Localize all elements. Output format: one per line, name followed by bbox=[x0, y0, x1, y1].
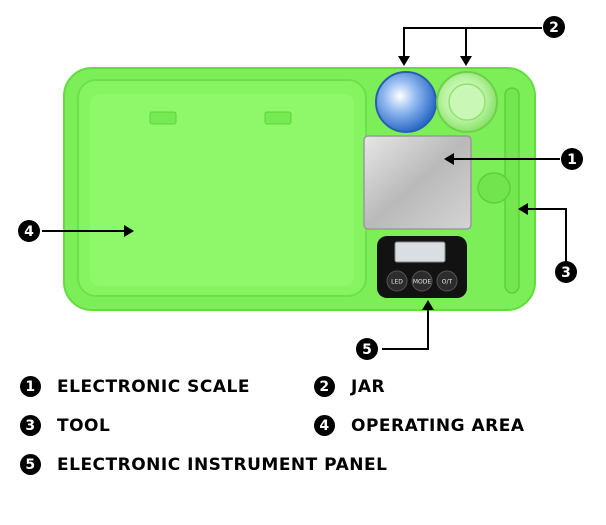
legend-label: ELECTRONIC INSTRUMENT PANEL bbox=[57, 454, 388, 475]
hinge-tab-left bbox=[149, 111, 177, 125]
legend-label: OPERATING AREA bbox=[351, 415, 525, 436]
callout-badge-3: 3 bbox=[555, 261, 577, 283]
arrowhead-3 bbox=[518, 203, 528, 215]
arrowhead-2b bbox=[460, 56, 472, 66]
legend-item-electronic-instrument-panel: 5 ELECTRONIC INSTRUMENT PANEL bbox=[20, 454, 387, 475]
round-pocket bbox=[477, 172, 511, 204]
legend-label: TOOL bbox=[57, 415, 111, 436]
callout-number-4: 4 bbox=[24, 224, 34, 240]
callout-number-2: 2 bbox=[549, 20, 559, 36]
legend-item-tool: 3 TOOL bbox=[20, 415, 110, 436]
arrowhead-4 bbox=[124, 225, 134, 237]
arrowhead-5 bbox=[422, 300, 434, 310]
lcd-display bbox=[394, 241, 446, 263]
arrowhead-2a bbox=[398, 56, 410, 66]
scale-button-2 bbox=[411, 270, 433, 292]
legend-label: JAR bbox=[351, 376, 386, 397]
callout-number-5: 5 bbox=[362, 342, 372, 358]
arrowhead-1 bbox=[444, 153, 454, 165]
electronic-scale-plate bbox=[363, 135, 472, 230]
callout-5-line bbox=[382, 308, 429, 350]
legend-number: 3 bbox=[20, 415, 41, 436]
scale-buttons: LED MODE O/T bbox=[386, 270, 458, 292]
callout-2-arrows bbox=[403, 27, 542, 60]
legend-label: ELECTRONIC SCALE bbox=[57, 376, 250, 397]
callout-badge-1: 1 bbox=[561, 148, 583, 170]
scale-button-label: LED bbox=[391, 279, 403, 286]
legend-number: 2 bbox=[314, 376, 335, 397]
callout-badge-4: 4 bbox=[18, 220, 40, 242]
legend-number: 4 bbox=[314, 415, 335, 436]
callout-3-line bbox=[526, 208, 567, 262]
legend-number: 1 bbox=[20, 376, 41, 397]
scale-button-label: O/T bbox=[442, 279, 453, 286]
legend-item-operating-area: 4 OPERATING AREA bbox=[314, 415, 525, 436]
callout-number-3: 3 bbox=[561, 265, 571, 281]
scale-button-label: MODE bbox=[413, 279, 432, 286]
legend-number: 5 bbox=[20, 454, 41, 475]
jar-clear-lid bbox=[448, 83, 486, 121]
operating-area-floor bbox=[90, 94, 354, 286]
callout-badge-2: 2 bbox=[543, 16, 565, 38]
scale-button-3 bbox=[436, 270, 458, 292]
hinge-tab-right bbox=[264, 111, 292, 125]
callout-badge-5: 5 bbox=[356, 338, 378, 360]
callout-number-1: 1 bbox=[567, 152, 577, 168]
legend-item-electronic-scale: 1 ELECTRONIC SCALE bbox=[20, 376, 250, 397]
scale-button-1 bbox=[386, 270, 408, 292]
legend-item-jar: 2 JAR bbox=[314, 376, 385, 397]
jar-blue bbox=[375, 71, 437, 133]
